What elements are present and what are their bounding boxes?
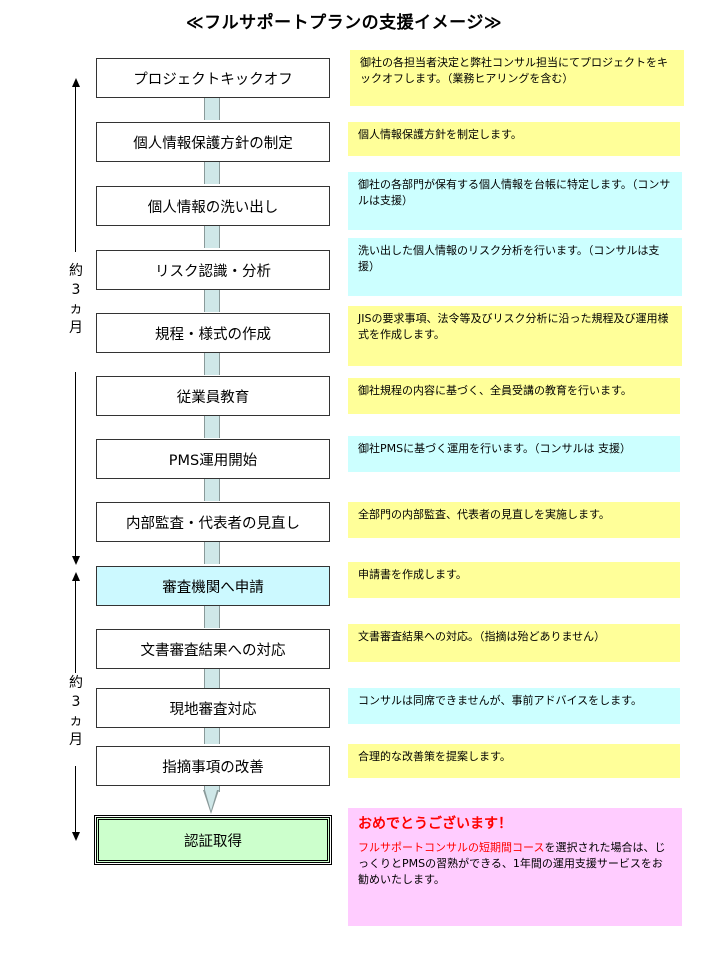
period-2-label: 約 3 ヵ 月 [69, 675, 83, 748]
note-certification: おめでとうございます！ フルサポートコンサルの短期間コースを選択された場合は、じ… [348, 808, 682, 926]
step-corrective-action: 指摘事項の改善 [96, 746, 330, 786]
flow-connector [204, 290, 220, 312]
page-title: ≪フルサポートプランの支援イメージ≫ [185, 13, 503, 33]
period-1-line-top [75, 85, 76, 252]
note-document-review: 文書審査結果への対応。（指摘は殆どありません） [348, 624, 680, 662]
note-apply-registrar: 申請書を作成します。 [348, 562, 680, 598]
congrats-text: おめでとうございます！ [358, 816, 512, 832]
note-info-inventory: 御社の各部門が保有する個人情報を台帳に特定します。（コンサルは支援） [348, 172, 682, 230]
period-2-arrow-up [72, 572, 80, 581]
step-document-review: 文書審査結果への対応 [96, 629, 330, 669]
period-1-line-bottom [75, 372, 76, 558]
flow-connector [204, 162, 220, 184]
note-corrective-action: 合理的な改善策を提案します。 [348, 744, 680, 778]
flow-connector [204, 353, 220, 375]
short-course-highlight: フルサポートコンサルの短期間コース [358, 841, 545, 854]
note-risk-analysis: 洗い出した個人情報のリスク分析を行います。（コンサルは支援） [348, 238, 682, 296]
period-2-arrow-down [72, 832, 80, 841]
step-apply-registrar: 審査機関へ申請 [96, 566, 330, 606]
flow-arrow-tip-fill [205, 790, 217, 811]
flow-connector [204, 98, 220, 120]
period-2-line-bottom [75, 766, 76, 834]
note-employee-training: 御社規程の内容に基づく、全員受講の教育を行います。 [348, 378, 680, 414]
step-employee-training: 従業員教育 [96, 376, 330, 416]
step-certification: 認証取得 [94, 815, 332, 865]
step-rules-forms: 規程・様式の作成 [96, 313, 330, 353]
flow-connector [204, 479, 220, 501]
period-1-arrow-up [72, 78, 80, 87]
step-project-kickoff: プロジェクトキックオフ [96, 58, 330, 98]
note-rules-forms: JISの要求事項、法令等及びリスク分析に沿った規程及び運用様式を作成します。 [348, 306, 682, 366]
step-onsite-audit: 現地審査対応 [96, 688, 330, 728]
step-info-inventory: 個人情報の洗い出し [96, 186, 330, 226]
step-risk-analysis: リスク認識・分析 [96, 250, 330, 290]
step-pms-start: PMS運用開始 [96, 439, 330, 479]
recommendation-text: を選択された場合は、じっくりとPMSの習熟ができる、1年間の運用支援サービスをお… [358, 841, 666, 886]
period-1-arrow-down [72, 556, 80, 565]
note-onsite-audit: コンサルは同席できませんが、事前アドバイスをします。 [348, 688, 680, 724]
period-2-line-top [75, 579, 76, 673]
flow-connector [204, 226, 220, 248]
step-internal-audit: 内部監査・代表者の見直し [96, 502, 330, 542]
note-privacy-policy: 個人情報保護方針を制定します。 [348, 122, 680, 156]
step-privacy-policy: 個人情報保護方針の制定 [96, 122, 330, 162]
flow-connector [204, 542, 220, 564]
flow-connector [204, 606, 220, 628]
note-project-kickoff: 御社の各担当者決定と弊社コンサル担当にてプロジェクトをキックオフします。（業務ヒ… [350, 50, 684, 106]
flow-connector [204, 669, 220, 688]
period-1-label: 約 3 ヵ 月 [69, 263, 83, 336]
note-internal-audit: 全部門の内部監査、代表者の見直しを実施します。 [348, 502, 680, 538]
certification-recommendation: フルサポートコンサルの短期間コースを選択された場合は、じっくりとPMSの習熟がで… [358, 840, 672, 888]
flow-connector [204, 416, 220, 438]
flow-connector [204, 786, 220, 792]
flow-connector [204, 728, 220, 744]
note-pms-start: 御社PMSに基づく運用を行います。（コンサルは 支援） [348, 436, 680, 472]
